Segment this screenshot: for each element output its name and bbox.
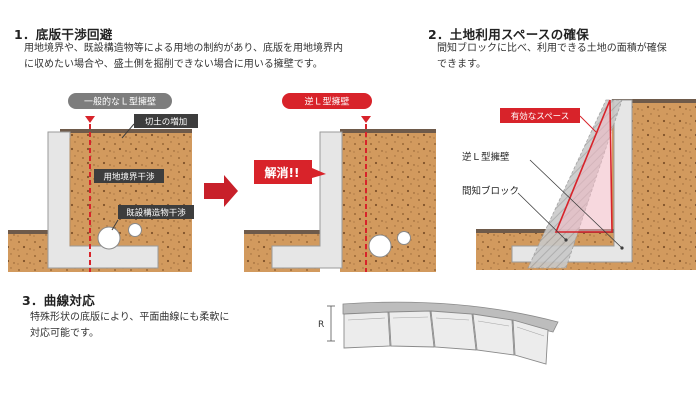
curve-segment-dividers [347, 316, 545, 337]
boundary-marker-1 [85, 116, 95, 123]
curve-segment-2 [388, 310, 435, 348]
land-use-diagram: 有効なスペース 逆Ｌ型擁壁 間知ブロック [462, 99, 696, 270]
pill-general-l-wall [68, 93, 172, 109]
curve-wall-segments [343, 310, 549, 365]
section3-body: 特殊形状の底版により、平面曲線にも柔軟に 対応可能です。 [30, 310, 229, 342]
section2-heading: 2．土地利用スペースの確保 [428, 27, 590, 42]
label-block: 間知ブロック [462, 185, 519, 197]
effective-space-leader [579, 115, 597, 133]
lower-ground-line-2 [244, 230, 324, 234]
reverse-l-wall-diagram: 逆Ｌ型擁壁 解消!! [244, 93, 436, 272]
general-l-wall-diagram: 一般的なＬ型擁壁 切土の増加 用地境界干渉 既設構造物干渉 [8, 93, 198, 272]
tag-cut-increase [134, 114, 198, 128]
existing-pipe-small-2 [397, 231, 411, 245]
leader-block-dot [564, 238, 568, 242]
pill-general-l-wall-text: 一般的なＬ型擁壁 [84, 96, 156, 108]
tag-effective-space-text: 有効なスペース [511, 111, 569, 122]
label-reverse-wall: 逆Ｌ型擁壁 [462, 151, 510, 163]
effective-space-area [554, 99, 613, 233]
pill-reverse-l-wall-text: 逆Ｌ型擁壁 [304, 96, 349, 108]
curve-divider-5 [516, 326, 545, 337]
section1-heading: 1．底版干渉回避 [14, 27, 113, 42]
transition-arrow-icon [204, 175, 238, 207]
tag-effective-space [500, 108, 580, 123]
section3-body-line2: 対応可能です。 [30, 328, 99, 339]
existing-pipe-large [97, 226, 121, 250]
radius-label: R [318, 320, 324, 330]
land-upper-ground-line [612, 99, 696, 103]
upper-ground-line [60, 129, 192, 133]
curve-segment-5 [512, 319, 549, 365]
boundary-marker-2 [361, 116, 371, 123]
section1-body: 用地境界や、既設構造物等による用地の制約があり、底版を用地境界内 に収めたい場合… [24, 41, 343, 73]
curve-segment-4 [472, 313, 515, 356]
resolved-callout [254, 160, 326, 184]
curve-segment-1 [343, 311, 391, 349]
curve-segment-3 [430, 310, 477, 351]
leader-reverse-wall [529, 159, 623, 249]
section1-body-line1: 用地境界や、既設構造物等による用地の制約があり、底版を用地境界内 [24, 43, 343, 54]
section1-body-line2: に収めたい場合や、盛土側を掘削できない場合に用いる擁壁です。 [24, 59, 323, 70]
tag-existing-leader [111, 219, 119, 231]
pill-reverse-l-wall [282, 93, 372, 109]
curve-divider-4 [477, 320, 510, 327]
existing-pipe-large-2 [368, 234, 392, 258]
curve-divider-2 [392, 316, 429, 319]
tag-cut-increase-text: 切土の増加 [145, 117, 188, 128]
curve-diagram: R [318, 301, 559, 365]
resolved-callout-text: 解消!! [265, 165, 300, 180]
reverse-l-wall-body [271, 131, 343, 269]
tag-boundary-text: 用地境界干渉 [103, 172, 155, 183]
section3-heading: 3．曲線対応 [22, 293, 95, 308]
tag-existing [118, 205, 194, 219]
existing-pipe-small [128, 223, 142, 237]
curve-divider-1 [347, 317, 386, 321]
section3-body-line1: 特殊形状の底版により、平面曲線にも柔軟に [30, 312, 230, 323]
tag-cut-increase-leader [121, 123, 135, 139]
leader-reverse-wall-dot [620, 246, 624, 250]
leader-block [517, 192, 567, 241]
tag-boundary [94, 169, 164, 183]
tag-existing-text: 既設構造物干渉 [126, 208, 186, 219]
section2-body: 間知ブロックに比べ、利用できる土地の面積が確保 できます。 [437, 41, 667, 73]
curve-divider-3 [435, 317, 470, 321]
upper-ground-line-2 [340, 129, 436, 133]
lower-ground-line [8, 230, 64, 234]
section2-body-line1: 間知ブロックに比べ、利用できる土地の面積が確保 [437, 43, 667, 54]
section2-body-line2: できます。 [437, 59, 486, 70]
